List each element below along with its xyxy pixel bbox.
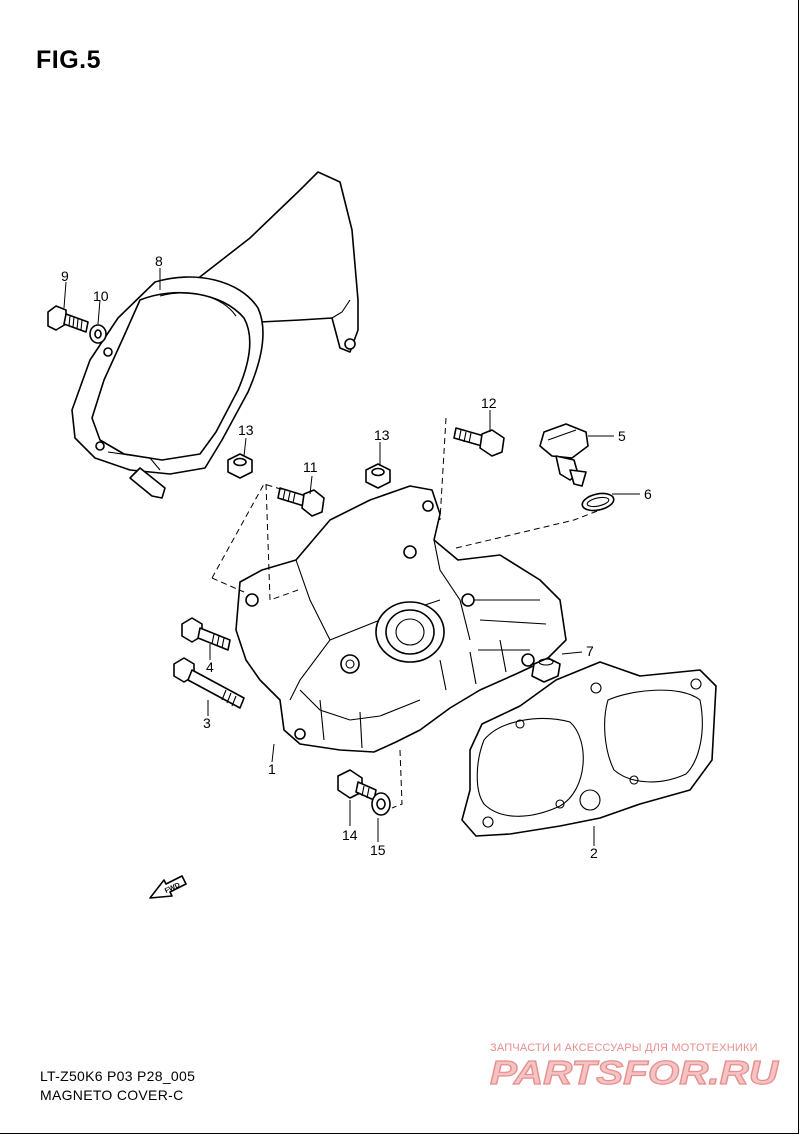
dowel-pin-7[interactable] — [531, 657, 561, 683]
gasket-2[interactable] — [461, 661, 717, 837]
watermark-tagline: ЗАПЧАСТИ И АКСЕССУАРЫ ДЛЯ МОТОТЕХНИКИ — [490, 1042, 758, 1054]
callout-5: 5 — [618, 428, 626, 444]
bolt-14[interactable] — [337, 769, 377, 801]
callout-13-left: 13 — [238, 422, 254, 438]
bolt-3[interactable] — [173, 657, 245, 709]
callout-8: 8 — [155, 253, 163, 269]
callout-13-right: 13 — [374, 427, 390, 443]
cover-bolt-9[interactable] — [47, 305, 89, 333]
washer-10[interactable] — [89, 324, 107, 344]
magneto-cover-shroud[interactable] — [71, 171, 359, 499]
leader-lines — [63, 268, 640, 846]
figure-title: FIG.5 — [36, 46, 102, 74]
o-ring-6[interactable] — [581, 491, 616, 513]
crankcase-cover-1[interactable] — [235, 485, 567, 753]
model-code: LT-Z50K6 P03 P28_005 — [40, 1068, 196, 1084]
bolt-11[interactable] — [277, 487, 325, 517]
arrow-icon — [149, 875, 187, 899]
watermark-logo-text: PARTSFOR.RU — [490, 1055, 779, 1089]
callout-2: 2 — [590, 845, 598, 861]
callout-labels: 9 10 8 13 13 11 12 5 6 7 4 3 1 2 14 15 — [61, 253, 652, 861]
callout-12: 12 — [481, 395, 497, 411]
nut-13-left[interactable] — [227, 453, 253, 479]
watermark-logo: PARTSFOR.RU — [489, 1055, 780, 1089]
callout-4: 4 — [206, 659, 214, 675]
callout-1: 1 — [268, 761, 276, 777]
bolt-4[interactable] — [181, 617, 231, 651]
callout-14: 14 — [342, 827, 358, 843]
callout-15: 15 — [370, 842, 386, 858]
oil-filler-cap-5[interactable] — [539, 423, 589, 487]
section-name: MAGNETO COVER-C — [40, 1087, 184, 1103]
callout-3: 3 — [203, 715, 211, 731]
callout-7: 7 — [586, 643, 594, 659]
callout-9: 9 — [61, 268, 69, 284]
callout-10: 10 — [93, 288, 109, 304]
nut-13-right[interactable] — [365, 463, 391, 489]
callout-6: 6 — [644, 486, 652, 502]
fwd-direction-marker: FWD — [149, 875, 187, 899]
bolt-12[interactable] — [453, 427, 505, 457]
washer-15[interactable] — [371, 792, 391, 816]
callout-11: 11 — [303, 459, 318, 475]
